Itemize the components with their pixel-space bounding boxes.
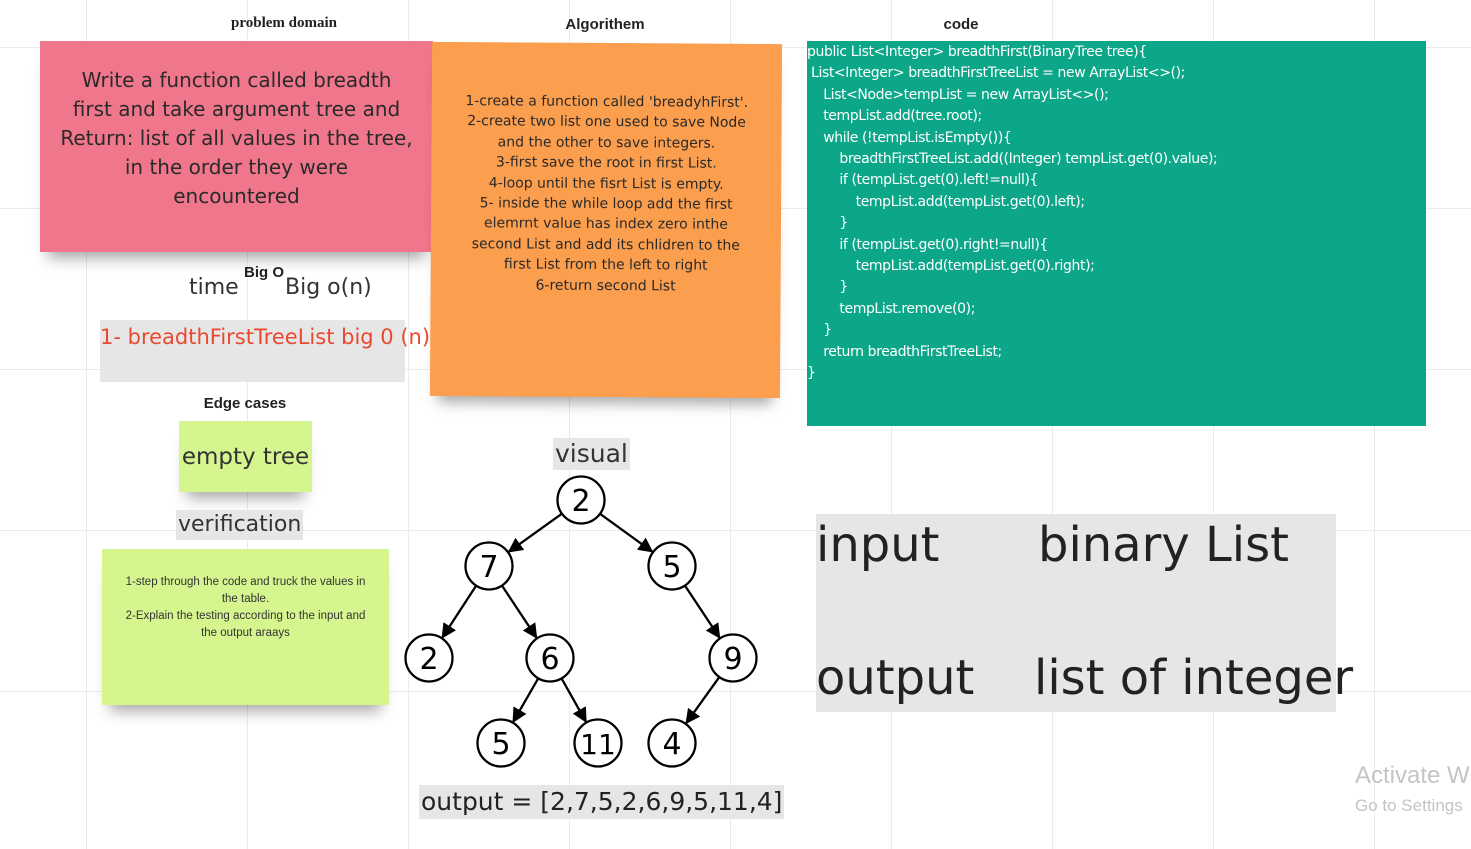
code-line: public List<Integer> breadthFirst(Binary…: [807, 44, 1147, 60]
binary-tree-diagram: 2 7 5 2 6 9 5 11 4: [404, 475, 758, 768]
tree-edge: [512, 677, 540, 724]
heading-edge-cases: Edge cases: [203, 395, 287, 412]
tree-node-circle: [573, 718, 623, 768]
tree-node-value: 6: [540, 642, 559, 677]
algorithm-step: 1-create a function called 'breadyhFirst…: [465, 93, 749, 111]
code-line: breadthFirstTreeList.add((Integer) tempL…: [807, 151, 1218, 168]
tree-node-value: 11: [580, 728, 616, 761]
activate-windows-watermark: Activate W: [1355, 762, 1470, 789]
verification-step: 1-step through the code and truck the va…: [125, 576, 366, 605]
big-o-time-label: time: [189, 275, 239, 300]
verification-step: 2-Explain the testing according to the i…: [125, 610, 366, 639]
output-label: output: [816, 650, 975, 706]
code-line: }: [807, 322, 832, 339]
code-panel[interactable]: public List<Integer> breadthFirst(Binary…: [807, 41, 1426, 426]
tree-node-value: 7: [479, 550, 498, 585]
code-line: return breadthFirstTreeList;: [807, 343, 1002, 360]
input-value: binary List: [1038, 517, 1289, 573]
big-o-list-note[interactable]: 1- breadthFirstTreeList big 0 (n): [100, 320, 430, 382]
tree-node-value: 5: [662, 550, 681, 585]
code-line: tempList.add(tempList.get(0).right);: [807, 258, 1095, 275]
heading-algorithm: Algorithem: [565, 16, 645, 33]
code-line: if (tempList.get(0).right!=null){: [807, 236, 1048, 253]
tree-node-circle: [464, 541, 514, 591]
tree-node-circle: [708, 633, 758, 683]
tree-node-value: 2: [419, 642, 438, 677]
tree-node-circle: [525, 633, 575, 683]
algorithm-steps: 1-create a function called 'breadyhFirst…: [459, 91, 754, 297]
code-line: tempList.add(tempList.get(0).left);: [807, 193, 1085, 210]
algorithm-step: 5- inside the while loop add the first e…: [471, 195, 740, 274]
verification-note[interactable]: 1-step through the code and truck the va…: [102, 549, 389, 705]
activate-windows-settings-hint: Go to Settings: [1355, 796, 1463, 815]
problem-domain-text: Write a function called breadth first an…: [60, 68, 413, 208]
algorithm-step: 6-return second List: [535, 277, 676, 295]
tree-edge: [441, 585, 478, 639]
tree-node-value: 5: [491, 727, 510, 762]
tree-edge: [560, 677, 587, 723]
tree-edge: [507, 512, 563, 553]
code-line: tempList.add(tree.root);: [807, 108, 982, 125]
output-value: list of integer: [1034, 650, 1354, 706]
code-line: }: [807, 365, 816, 382]
code-line: }: [807, 215, 848, 232]
heading-problem-domain: problem domain: [231, 15, 337, 31]
algorithm-step: 2-create two list one used to save Node …: [467, 113, 746, 152]
code-line: List<Integer> breadthFirstTreeList = new…: [807, 65, 1185, 82]
verification-label: verification: [176, 510, 304, 540]
tree-output-label: output = [2,7,5,2,6,9,5,11,4]: [419, 785, 785, 819]
big-o-time-value: Big o(n): [285, 275, 372, 300]
algorithm-step: 3-first save the root in first List.: [495, 154, 717, 172]
tree-node-circle: [476, 718, 526, 768]
tree-node-circle: [647, 541, 697, 591]
input-output-box[interactable]: input binary List output list of integer: [816, 514, 1353, 712]
tree-node-value: 2: [571, 484, 590, 519]
tree-edge: [599, 512, 654, 553]
code-line: }: [807, 279, 848, 296]
edge-case-note[interactable]: empty tree: [179, 421, 312, 492]
tree-node-value: 9: [723, 642, 742, 677]
tree-node-value: 4: [662, 727, 681, 762]
problem-domain-note[interactable]: Write a function called breadth first an…: [40, 41, 433, 252]
heading-big-o: Big O: [244, 264, 284, 281]
algorithm-note[interactable]: 1-create a function called 'breadyhFirst…: [429, 41, 783, 399]
code-line: List<Node>tempList = new ArrayList<>();: [807, 86, 1109, 103]
heading-code: code: [943, 16, 979, 33]
algorithm-step: 4-loop until the fisrt List is empty.: [488, 174, 724, 193]
tree-node-circle: [647, 718, 697, 768]
edge-case-text: empty tree: [181, 443, 310, 470]
tree-node-circle: [556, 475, 606, 525]
input-label: input: [816, 517, 940, 573]
tree-edge: [501, 584, 538, 639]
code-line: while (!tempList.isEmpty()){: [807, 129, 1012, 146]
code-line: tempList.remove(0);: [807, 300, 976, 317]
visual-label: visual: [553, 438, 630, 470]
tree-edge: [684, 584, 721, 639]
tree-edge: [685, 676, 721, 725]
tree-node-circle: [404, 633, 454, 683]
big-o-list-text: 1- breadthFirstTreeList big 0 (n): [100, 325, 431, 349]
code-line: if (tempList.get(0).left!=null){: [807, 172, 1039, 189]
